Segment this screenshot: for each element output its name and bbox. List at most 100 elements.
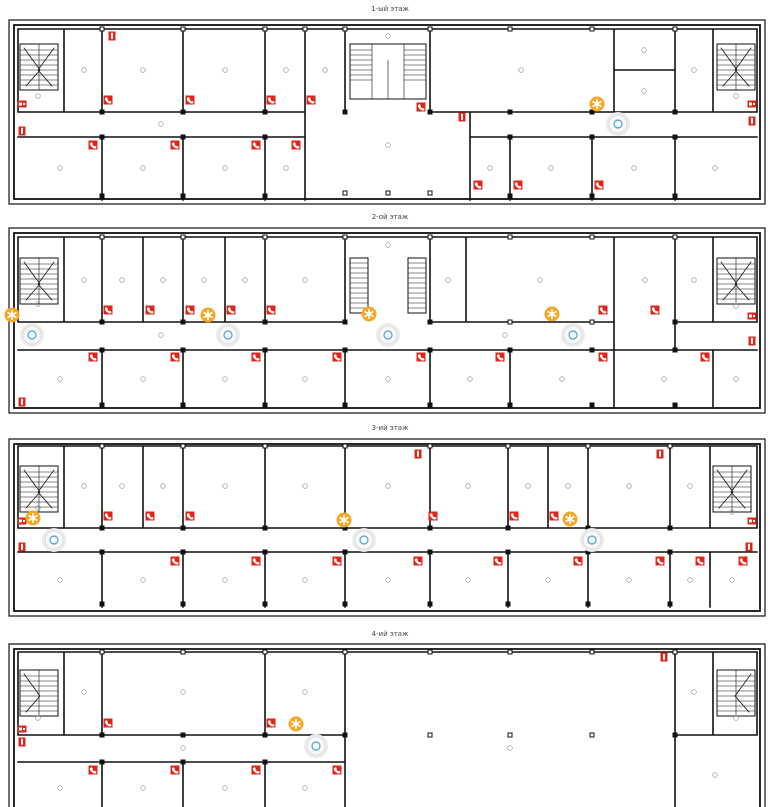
floor-3-title: 3-ий этаж xyxy=(372,424,410,432)
phone-icon xyxy=(493,556,503,566)
floor-3-access-points xyxy=(41,527,605,553)
fire-alarm-asterisk-icon xyxy=(588,95,606,113)
phone-icon xyxy=(145,511,155,521)
fire-hydrant-icon xyxy=(747,100,757,108)
fire-alarm-asterisk-icon xyxy=(199,306,217,324)
floor-2-title: 2-ой этаж xyxy=(372,213,409,221)
phone-icon xyxy=(416,352,426,362)
fire-alarm-asterisk-icon xyxy=(561,510,579,528)
fire-extinguisher-icon xyxy=(414,449,422,459)
phone-icon xyxy=(332,352,342,362)
fire-extinguisher-icon xyxy=(748,116,756,126)
wifi-access-point-icon xyxy=(579,527,605,553)
fire-alarm-asterisk-icon xyxy=(360,305,378,323)
phone-icon xyxy=(306,95,316,105)
phone-icon xyxy=(332,556,342,566)
fire-hydrant-icon xyxy=(747,312,757,320)
wifi-access-point-icon xyxy=(19,322,45,348)
phone-icon xyxy=(695,556,705,566)
floor-4-title: 4-ий этаж xyxy=(372,630,410,638)
fire-alarm-asterisk-icon xyxy=(3,306,21,324)
wifi-access-point-icon xyxy=(560,322,586,348)
phone-icon xyxy=(266,305,276,315)
fire-alarm-asterisk-icon xyxy=(24,509,42,527)
fire-extinguisher-icon xyxy=(18,542,26,552)
phone-icon xyxy=(185,305,195,315)
phone-icon xyxy=(655,556,665,566)
fire-hydrant-icon xyxy=(17,517,27,525)
floor-2-alarms xyxy=(3,305,561,324)
phone-icon xyxy=(103,718,113,728)
phone-icon xyxy=(88,352,98,362)
fire-extinguisher-icon xyxy=(656,449,664,459)
phone-icon xyxy=(251,765,261,775)
fire-extinguisher-icon xyxy=(745,542,753,552)
floor-3-ticks xyxy=(99,443,673,607)
fire-extinguisher-icon xyxy=(18,397,26,407)
phone-icon xyxy=(88,765,98,775)
fire-extinguisher-icon xyxy=(458,112,466,122)
phone-icon xyxy=(170,140,180,150)
phone-icon xyxy=(650,305,660,315)
fire-hydrant-icon xyxy=(747,517,757,525)
fire-hydrant-icon xyxy=(17,100,27,108)
floor-3-room-numbers xyxy=(35,483,735,583)
phone-icon xyxy=(103,95,113,105)
floor-4-plan xyxy=(8,643,766,807)
phone-icon xyxy=(738,556,748,566)
phone-icon xyxy=(251,352,261,362)
floor-1-plan xyxy=(8,19,766,205)
fire-extinguisher-icon xyxy=(18,126,26,136)
wifi-access-point-icon xyxy=(375,322,401,348)
phone-icon xyxy=(226,305,236,315)
fire-extinguisher-icon xyxy=(108,31,116,41)
wifi-access-point-icon xyxy=(605,111,631,137)
fire-alarm-asterisk-icon xyxy=(287,715,305,733)
phone-icon xyxy=(251,556,261,566)
floor-2-plan xyxy=(8,227,766,414)
floor-4-phones xyxy=(88,718,342,775)
phone-icon xyxy=(573,556,583,566)
floor-3-fire-equipment xyxy=(17,449,757,552)
phone-icon xyxy=(509,511,519,521)
fire-extinguisher-icon xyxy=(660,652,668,662)
fire-alarm-asterisk-icon xyxy=(543,305,561,323)
phone-icon xyxy=(170,556,180,566)
phone-icon xyxy=(332,765,342,775)
phone-icon xyxy=(549,511,559,521)
phone-icon xyxy=(88,140,98,150)
fire-extinguisher-icon xyxy=(18,737,26,747)
phone-icon xyxy=(103,511,113,521)
phone-icon xyxy=(170,765,180,775)
phone-icon xyxy=(495,352,505,362)
phone-icon xyxy=(598,305,608,315)
wifi-access-point-icon xyxy=(303,733,329,759)
floor-4-fire-equipment xyxy=(17,652,668,747)
phone-icon xyxy=(594,180,604,190)
phone-icon xyxy=(428,511,438,521)
floor-4-ticks xyxy=(99,649,678,765)
phone-icon xyxy=(266,95,276,105)
phone-icon xyxy=(513,180,523,190)
wifi-access-point-icon xyxy=(41,527,67,553)
fire-extinguisher-icon xyxy=(748,336,756,346)
floor-2-access-points xyxy=(19,322,586,348)
phone-icon xyxy=(185,95,195,105)
phone-icon xyxy=(413,556,423,566)
phone-icon xyxy=(145,305,155,315)
floor-1-fire-equipment xyxy=(17,31,757,136)
phone-icon xyxy=(473,180,483,190)
phone-icon xyxy=(103,305,113,315)
floor-3-plan xyxy=(8,438,766,617)
phone-icon xyxy=(416,102,426,112)
wifi-access-point-icon xyxy=(351,527,377,553)
fire-alarm-asterisk-icon xyxy=(335,511,353,529)
phone-icon xyxy=(291,140,301,150)
phone-icon xyxy=(251,140,261,150)
floor-1-title: 1-ый этаж xyxy=(371,5,409,13)
phone-icon xyxy=(185,511,195,521)
floor-3-phones xyxy=(103,511,748,566)
phone-icon xyxy=(700,352,710,362)
floor-4-room-numbers xyxy=(35,689,739,791)
